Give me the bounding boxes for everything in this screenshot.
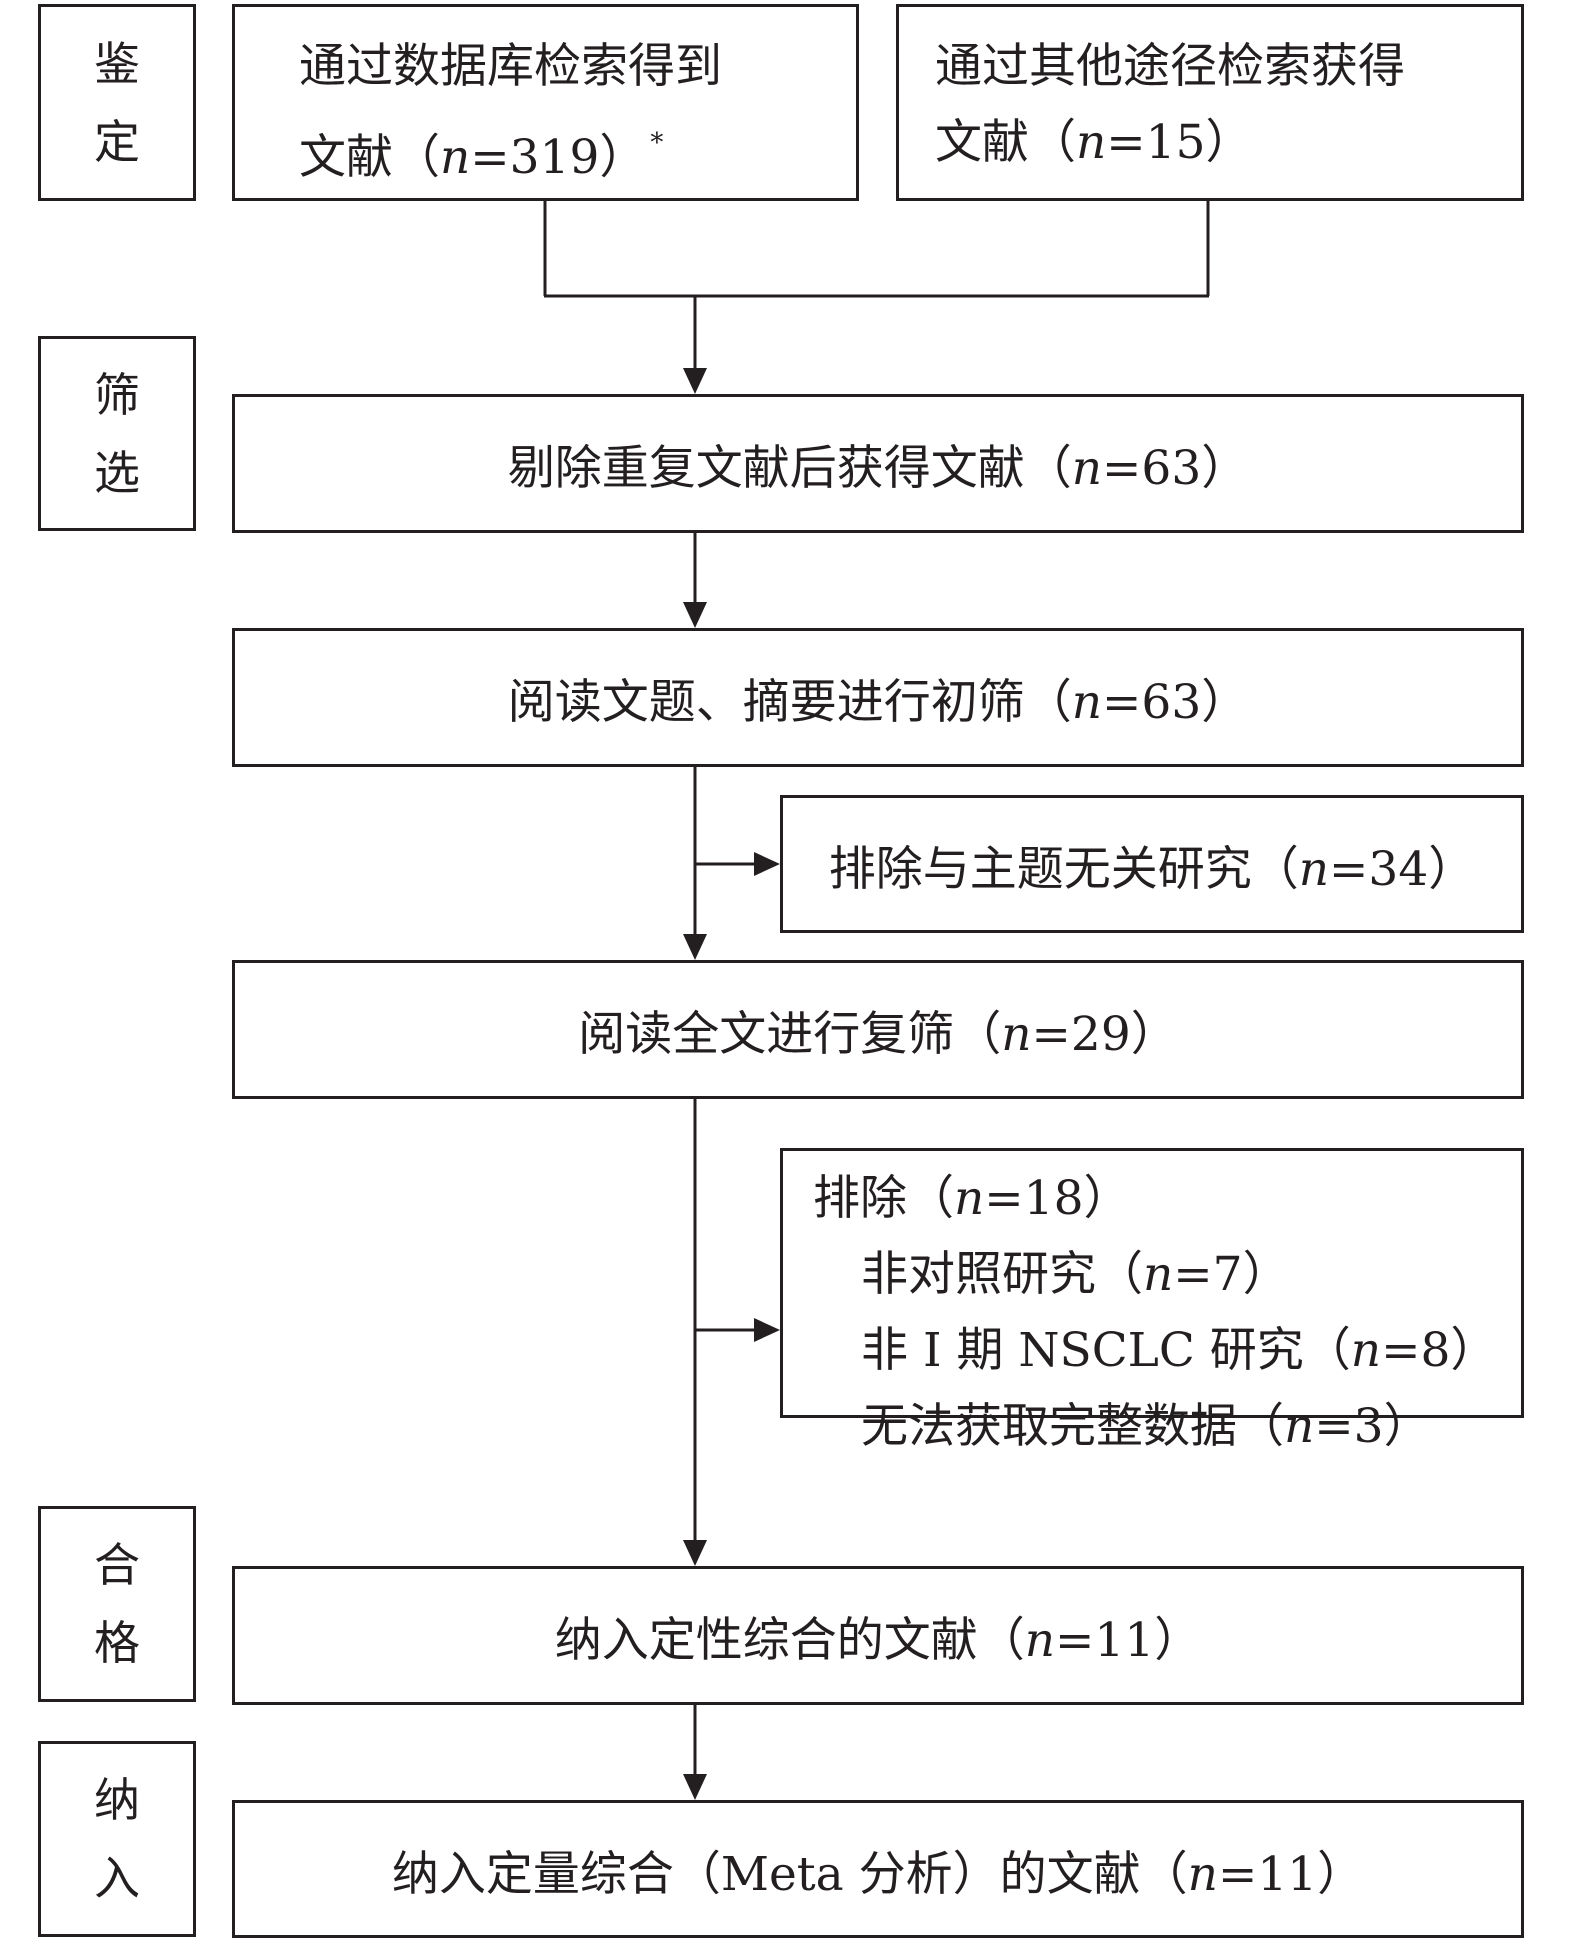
- stage-identification: 鉴 定: [38, 4, 196, 201]
- title-abstract-screening-box: 阅读文题、摘要进行初筛（n=63）: [232, 628, 1524, 767]
- database-records-line2: 文献（n=319）*: [299, 128, 664, 185]
- exclusion-reason: 非对照研究（n=7）: [861, 1247, 1290, 1302]
- arrow-head-right: [754, 852, 780, 876]
- footnote-marker: *: [650, 128, 664, 158]
- full-text-screening-box: 阅读全文进行复筛（n=29）: [232, 960, 1524, 1099]
- excluded-header: 排除（n=18）: [813, 1171, 1131, 1226]
- arrow-head-down: [683, 1774, 707, 1800]
- after-dedup-box: 剔除重复文献后获得文献（n=63）: [232, 394, 1524, 533]
- stage-char: 鉴: [94, 36, 140, 91]
- arrow-head-down: [683, 602, 707, 628]
- database-records-box: 通过数据库检索得到 文献（n=319）*: [232, 4, 859, 201]
- excluded-irrelevant-text: 排除与主题无关研究（n=34）: [828, 841, 1476, 897]
- arrow-head-right: [754, 1318, 780, 1342]
- stage-eligibility: 合 格: [38, 1506, 196, 1702]
- title-abstract-text: 阅读文题、摘要进行初筛（n=63）: [507, 675, 1249, 730]
- other-sources-box: 通过其他途径检索获得 文献（n=15）: [896, 4, 1524, 201]
- other-sources-line2: 文献（n=15）: [935, 115, 1253, 170]
- exclusion-reason: 非 Ⅰ 期 NSCLC 研究（n=8）: [861, 1323, 1498, 1378]
- stage-char: 入: [94, 1851, 140, 1905]
- stage-char: 纳: [94, 1773, 140, 1827]
- excluded-full-text-box: 排除（n=18） 非对照研究（n=7） 非 Ⅰ 期 NSCLC 研究（n=8） …: [780, 1148, 1524, 1454]
- exclusion-reason: 无法获取完整数据（n=3）: [861, 1399, 1431, 1454]
- arrow-head-down: [683, 934, 707, 960]
- qualitative-synthesis-box: 纳入定性综合的文献（n=11）: [232, 1566, 1524, 1705]
- quantitative-text: 纳入定量综合（Meta 分析）的文献（n=11）: [391, 1846, 1365, 1902]
- stage-char: 定: [94, 114, 140, 169]
- stage-char: 合: [94, 1538, 140, 1592]
- database-records-line1: 通过数据库检索得到: [299, 39, 722, 94]
- stage-char: 筛: [94, 367, 140, 422]
- arrow-head-down: [683, 1540, 707, 1566]
- after-dedup-text: 剔除重复文献后获得文献（n=63）: [507, 441, 1249, 496]
- stage-screening: 筛 选: [38, 336, 196, 531]
- quantitative-synthesis-box: 纳入定量综合（Meta 分析）的文献（n=11）: [232, 1800, 1524, 1938]
- stage-char: 格: [94, 1616, 140, 1670]
- full-text-text: 阅读全文进行复筛（n=29）: [578, 1007, 1178, 1062]
- arrow-head-down: [683, 368, 707, 394]
- stage-included: 纳 入: [38, 1741, 196, 1937]
- other-sources-line1: 通过其他途径检索获得: [935, 39, 1405, 94]
- stage-char: 选: [94, 445, 140, 500]
- qualitative-text: 纳入定性综合的文献（n=11）: [554, 1613, 1202, 1668]
- excluded-irrelevant-box: 排除与主题无关研究（n=34）: [780, 795, 1524, 933]
